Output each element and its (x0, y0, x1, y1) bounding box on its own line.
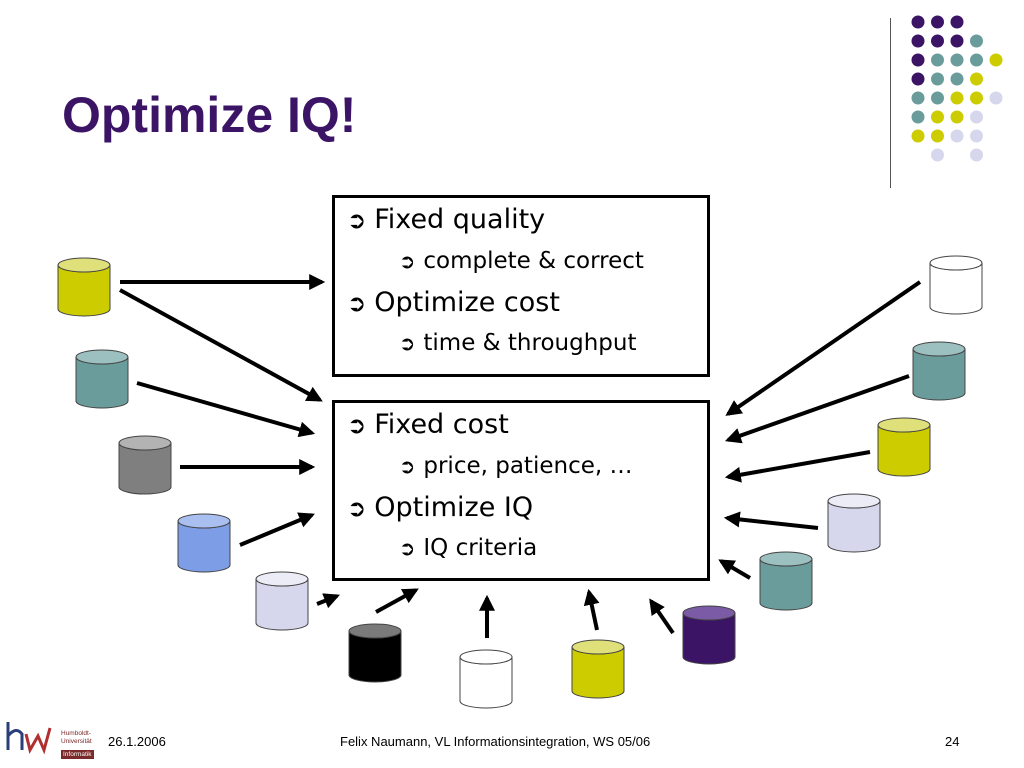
flow-arrow (723, 511, 819, 530)
bullet-arrow-icon: ➲ (347, 291, 367, 317)
decorative-dot (950, 15, 964, 29)
footer-author: Felix Naumann, VL Informationsintegratio… (340, 734, 651, 749)
decorative-dot (970, 148, 983, 162)
decorative-dot (970, 53, 983, 67)
decorative-dot (911, 34, 925, 48)
decorative-dot (950, 34, 964, 48)
bullet-price-patience: ➲price, patience, … (399, 453, 633, 479)
decorative-dot (931, 34, 944, 48)
decorative-dot (989, 91, 1003, 105)
footer-page-number: 24 (945, 734, 960, 749)
bullet-iq-criteria: ➲IQ criteria (399, 535, 538, 561)
decorative-dot (911, 110, 925, 124)
flow-arrow (724, 374, 910, 444)
database-teal-left-icon (75, 349, 129, 409)
bullet-optimize-cost: ➲Optimize cost (347, 287, 560, 318)
decorative-dot (970, 110, 983, 124)
data-sources-diagram (57, 255, 983, 709)
decorative-dot-grid (911, 15, 1003, 162)
database-grey-left-icon (118, 435, 172, 495)
bullet-arrow-icon: ➲ (399, 455, 416, 478)
decorative-divider (890, 18, 891, 188)
logo-line-1: Humboldt- (61, 730, 91, 737)
decorative-dot (911, 91, 925, 105)
bullet-fixed-cost: ➲Fixed cost (347, 409, 509, 440)
decorative-dot (970, 72, 983, 86)
flow-arrow (136, 381, 316, 438)
database-purple-bottom-icon (682, 605, 736, 665)
flow-arrow (649, 598, 675, 635)
decorative-dot (970, 34, 983, 48)
bullet-complete-correct: ➲complete & correct (399, 248, 644, 274)
bullet-arrow-icon: ➲ (347, 413, 367, 439)
flow-arrow (725, 280, 922, 416)
database-yellow-bottom-icon (571, 639, 625, 699)
logo-tag: Informatik (61, 750, 94, 759)
bullet-arrow-icon: ➲ (347, 208, 367, 234)
decorative-dot (970, 129, 983, 143)
decorative-dot (931, 148, 944, 162)
database-teal-right-high-icon (912, 341, 966, 401)
database-white-bottom-icon (459, 649, 513, 709)
decorative-dot (911, 15, 925, 29)
decorative-dot (950, 72, 964, 86)
flow-arrow (239, 512, 315, 547)
flow-arrow (583, 588, 600, 631)
bullet-time-throughput: ➲time & throughput (399, 330, 637, 356)
flow-arrow (375, 588, 419, 614)
decorative-dot (989, 53, 1003, 67)
decorative-dot (950, 53, 964, 67)
bullet-optimize-iq: ➲Optimize IQ (347, 492, 534, 523)
decorative-dot (931, 91, 944, 105)
decorative-dot (950, 110, 964, 124)
decorative-dot (911, 72, 925, 86)
database-white-right-icon (929, 255, 983, 315)
fixed-cost-box: ➲Fixed cost ➲price, patience, … ➲Optimiz… (332, 400, 710, 581)
decorative-dot (931, 129, 944, 143)
bullet-arrow-icon: ➲ (399, 537, 416, 560)
database-lavender-right-icon (827, 493, 881, 553)
flow-arrow (718, 559, 752, 580)
decorative-dot (950, 129, 964, 143)
flow-arrow (119, 288, 323, 402)
database-blue-left-icon (177, 513, 231, 573)
decorative-dot (950, 91, 964, 105)
database-yellow-left-icon (57, 257, 111, 317)
database-lavender-left-icon (255, 571, 309, 631)
decorative-dot (931, 110, 944, 124)
fixed-quality-box: ➲Fixed quality ➲complete & correct ➲Opti… (332, 195, 710, 377)
slide-title: Optimize IQ! (62, 87, 357, 143)
bullet-arrow-icon: ➲ (347, 496, 367, 522)
flow-arrow (724, 450, 871, 483)
hu-logo-icon (6, 722, 52, 755)
decorative-dot (931, 72, 944, 86)
bullet-arrow-icon: ➲ (399, 332, 416, 355)
database-teal-right-low-icon (759, 551, 813, 611)
university-logo: Humboldt- Universität Informatik (6, 716, 102, 762)
bullet-arrow-icon: ➲ (399, 250, 416, 273)
decorative-dot (911, 129, 925, 143)
database-yellow-right-icon (877, 417, 931, 477)
flow-arrow (316, 593, 340, 609)
logo-line-2: Universität (61, 738, 92, 745)
decorative-dot (911, 53, 925, 67)
decorative-dot (931, 53, 944, 67)
decorative-dot (931, 15, 944, 29)
bullet-fixed-quality: ➲Fixed quality (347, 204, 546, 235)
footer-date: 26.1.2006 (108, 734, 166, 749)
decorative-dot (970, 91, 983, 105)
database-black-bottom-icon (348, 623, 402, 683)
